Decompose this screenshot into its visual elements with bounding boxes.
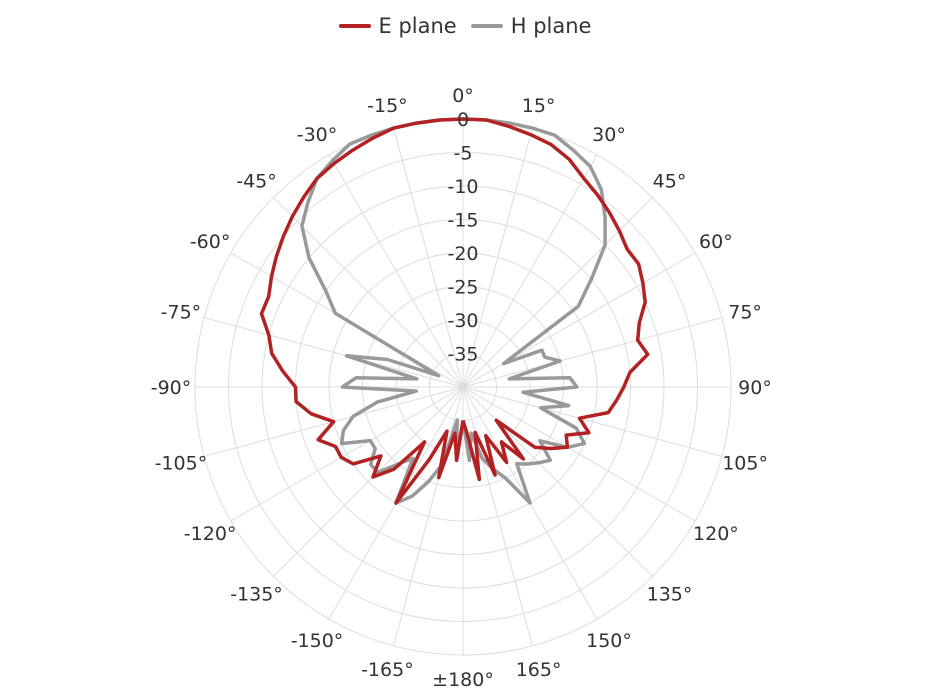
angle-tick-label: 0° bbox=[452, 85, 474, 107]
angle-tick-label: -150° bbox=[291, 630, 344, 652]
grid-spoke bbox=[462, 252, 696, 388]
legend-label-e-plane: E plane bbox=[378, 14, 457, 38]
angle-tick-label: 90° bbox=[738, 377, 772, 399]
angle-tick-label: 150° bbox=[586, 630, 632, 652]
series-group bbox=[259, 117, 650, 505]
angle-tick-label: -135° bbox=[230, 584, 283, 606]
radial-tick-label: 0 bbox=[457, 109, 469, 131]
angle-tick-label: -90° bbox=[151, 377, 192, 399]
angle-tick-label: 75° bbox=[728, 301, 762, 323]
grid-spoke bbox=[462, 128, 533, 388]
angle-tick-label: 135° bbox=[647, 584, 693, 606]
legend-label-h-plane: H plane bbox=[510, 14, 592, 38]
grid-spoke bbox=[393, 128, 464, 388]
grid-spoke bbox=[273, 197, 464, 388]
radial-tick-label: -15 bbox=[447, 210, 478, 232]
angle-tick-label: 120° bbox=[693, 523, 739, 545]
angle-tick-label: -165° bbox=[361, 659, 414, 681]
grid-spoke bbox=[273, 386, 464, 577]
legend-swatch-h-plane bbox=[470, 24, 503, 28]
angle-tick-label: 105° bbox=[722, 453, 768, 475]
angle-tick-label: 60° bbox=[699, 231, 733, 253]
angle-tick-label: -105° bbox=[155, 453, 208, 475]
legend-swatch-e-plane bbox=[338, 24, 371, 28]
grid-spoke bbox=[230, 386, 464, 522]
radial-tick-label: -25 bbox=[447, 277, 478, 299]
legend: E plane H plane bbox=[0, 14, 930, 38]
angle-tick-label: -15° bbox=[367, 95, 408, 117]
radial-tick-labels: 0 -5 -10 -15 -20 -25 -30 -35 bbox=[447, 109, 478, 366]
grid-spoke bbox=[328, 154, 464, 388]
grid-spoke bbox=[462, 386, 533, 646]
series-line-e-plane bbox=[259, 117, 650, 505]
grid-spoke bbox=[462, 317, 722, 388]
angle-tick-label: 15° bbox=[522, 95, 556, 117]
grid-spoke bbox=[462, 386, 696, 522]
grid-spoke bbox=[393, 386, 464, 646]
angle-tick-label: 165° bbox=[516, 659, 562, 681]
legend-item-e-plane[interactable]: E plane bbox=[338, 14, 457, 38]
radial-tick-label: -20 bbox=[447, 243, 478, 265]
radial-tick-label: -35 bbox=[447, 344, 478, 366]
angle-tick-label: -60° bbox=[190, 231, 231, 253]
radial-tick-label: -10 bbox=[447, 176, 478, 198]
angular-spokes bbox=[195, 119, 731, 655]
grid-spoke bbox=[462, 386, 722, 457]
radial-tick-label: -5 bbox=[454, 143, 473, 165]
angle-tick-label: -75° bbox=[161, 301, 202, 323]
angular-tick-labels: 0° 15° 30° 45° 60° 75° 90° 105° 120° 135° 150° 165°… bbox=[151, 85, 772, 691]
angle-tick-label: 30° bbox=[592, 124, 626, 146]
angle-tick-label: ±180° bbox=[432, 669, 494, 691]
grid-spoke bbox=[462, 154, 598, 388]
grid-spoke bbox=[462, 386, 653, 577]
angle-tick-label: -45° bbox=[236, 171, 277, 193]
angle-tick-label: 45° bbox=[653, 171, 687, 193]
legend-item-h-plane[interactable]: H plane bbox=[470, 14, 592, 38]
grid-spoke bbox=[204, 317, 464, 388]
angle-tick-label: -120° bbox=[184, 523, 237, 545]
angle-tick-label: -30° bbox=[297, 124, 338, 146]
radial-tick-label: -30 bbox=[447, 310, 478, 332]
grid-spoke bbox=[462, 197, 653, 388]
